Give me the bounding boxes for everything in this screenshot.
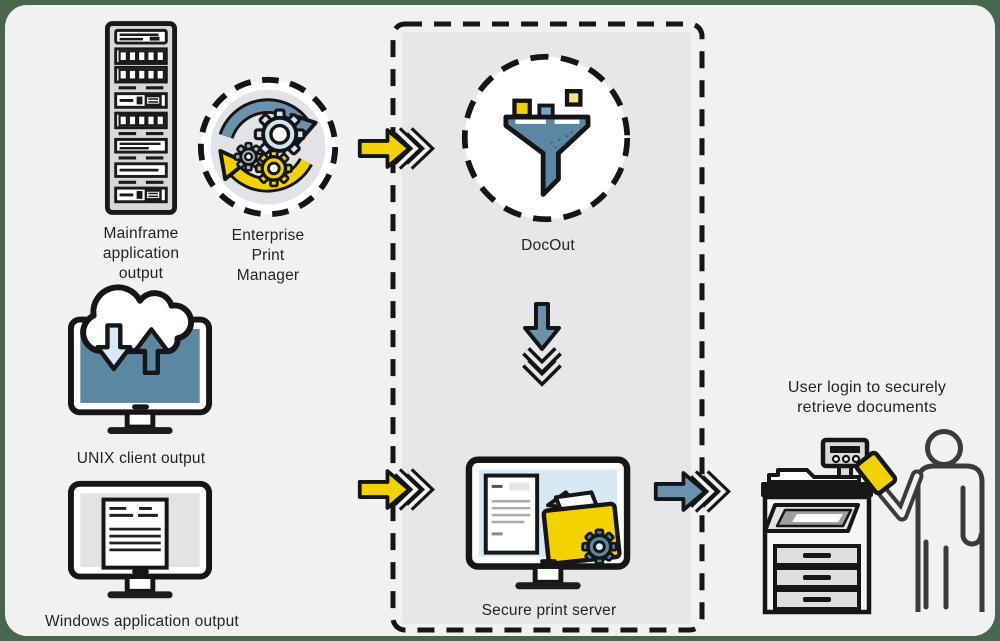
- gear-large-icon: [253, 108, 306, 161]
- gear-yellow-icon: [254, 149, 293, 188]
- windows-label: Windows application output: [45, 613, 239, 630]
- flow-arrow-clients-to-server-icon: [357, 468, 436, 511]
- gear-icon: [581, 528, 618, 565]
- printer-and-user-icon: [761, 429, 985, 615]
- badge-card-icon: [854, 450, 898, 496]
- document-icon: [483, 473, 540, 555]
- secure-server-label: Secure print server: [481, 602, 617, 619]
- unix-label: UNIX client output: [76, 450, 206, 467]
- upload-arrow-icon: [132, 327, 170, 376]
- docout-funnel-icon: [461, 53, 631, 223]
- unix-monitor-icon: [67, 284, 213, 434]
- secure-print-server-icon: [465, 456, 631, 590]
- flow-arrow-docout-to-server-icon: [522, 302, 562, 387]
- cloud-icon: [80, 284, 195, 355]
- flow-arrow-server-to-printer-icon: [653, 470, 732, 513]
- user-icon: [915, 429, 985, 612]
- printer-drawers: [773, 544, 861, 611]
- mainframe-label: Mainframe application output: [102, 225, 180, 282]
- flow-arrow-epm-to-docout-icon: [357, 127, 436, 170]
- user-arm: [871, 469, 924, 522]
- mainframe-server-icon: [104, 21, 178, 215]
- download-arrow-icon: [95, 323, 133, 372]
- docout-label: DocOut: [521, 237, 575, 254]
- user-login-caption: User login to securely retrieve document…: [787, 379, 947, 417]
- enterprise-print-manager-icon: [197, 76, 339, 218]
- windows-monitor-icon: [67, 480, 213, 599]
- epm-label: Enterprise Print Manager: [231, 227, 305, 284]
- pipeline-boundary-dashed-rect: [390, 21, 705, 633]
- diagram-panel: Mainframe application output: [5, 5, 995, 636]
- printer-icon: [761, 437, 873, 615]
